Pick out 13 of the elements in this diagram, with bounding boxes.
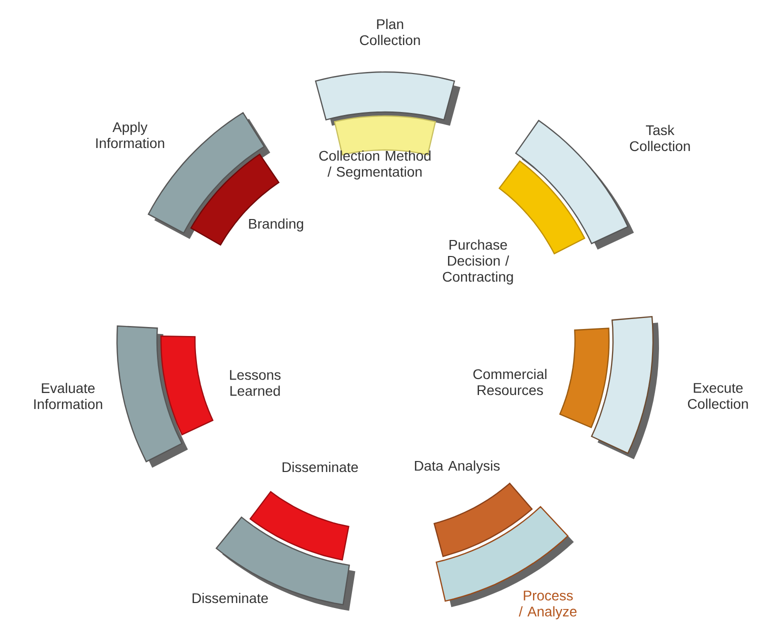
segment-label: Disseminate [192,592,268,604]
segment-label: Task Collection [630,124,690,152]
segment-label: Branding [249,218,304,232]
segment-label: Commercial Resources [473,368,546,396]
segment-label: Disseminate [282,462,358,472]
segment-label: Data Analysis [414,460,500,474]
segment-label: Plan Collection [360,18,420,46]
segment-label: Execute Collection [688,383,748,409]
segment-label: Apply Information [96,122,164,148]
segment-label: Collection Method / Segmentation [319,150,430,180]
segment-label: Evaluate Information [34,382,102,410]
segment-label: Purchase Decision / Contracting [442,239,513,285]
segment-label: Lessons Learned [230,370,281,396]
